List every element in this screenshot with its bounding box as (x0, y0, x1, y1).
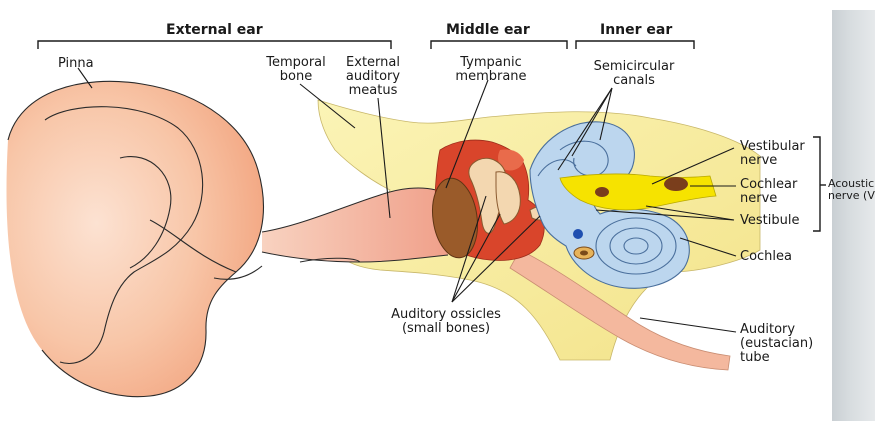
external-ear-bracket (38, 41, 391, 49)
label-semicircular-canals: Semicircular canals (580, 60, 688, 88)
label-cochlea: Cochlea (740, 250, 792, 264)
scanned-page-edge (832, 10, 875, 421)
label-auditory-tube: Auditory (eustacian) tube (740, 323, 813, 365)
label-vestibule: Vestibule (740, 214, 799, 228)
pinna (6, 81, 263, 396)
acoustic-nerve-bracket (813, 137, 820, 231)
auditory-tube-leader (640, 318, 736, 332)
header-inner-ear: Inner ear (600, 22, 672, 38)
inner-ear-bracket (576, 41, 694, 49)
label-external-auditory-meatus: External auditory meatus (336, 56, 410, 98)
external-auditory-canal (262, 188, 448, 262)
header-middle-ear: Middle ear (446, 22, 530, 38)
label-vestibular-nerve: Vestibular nerve (740, 140, 805, 168)
label-auditory-ossicles: Auditory ossicles (small bones) (376, 308, 516, 336)
label-pinna: Pinna (58, 57, 94, 71)
label-tympanic-membrane: Tympanic membrane (448, 56, 534, 84)
label-cochlear-nerve: Cochlear nerve (740, 178, 797, 206)
middle-ear-bracket (431, 41, 567, 49)
header-external-ear: External ear (166, 22, 263, 38)
round-window (574, 247, 594, 259)
label-temporal-bone: Temporal bone (256, 56, 336, 84)
label-acoustic-nerve: Acoustic nerve (V (828, 178, 875, 202)
